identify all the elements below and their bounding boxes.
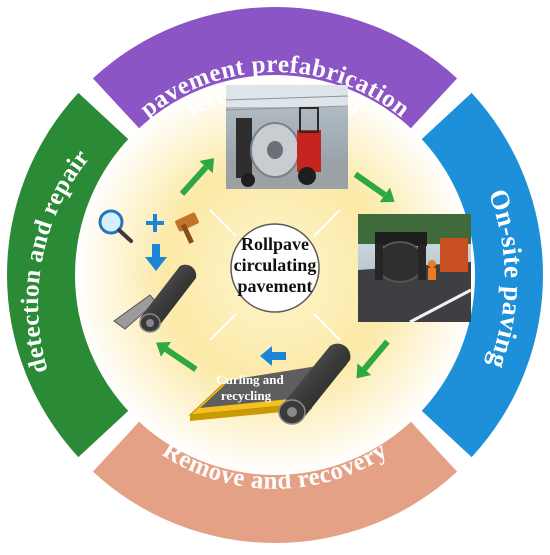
magnifier-icon: [98, 209, 133, 243]
down-arrow-icon: [145, 244, 167, 271]
center-circle: [230, 223, 320, 313]
arrow-bottom-left: [156, 341, 198, 372]
plus-icon: [146, 214, 164, 232]
inner-dividers: [209, 209, 341, 341]
center-line-3: pavement: [238, 276, 313, 296]
arrow-top-left: [179, 158, 215, 196]
curling-roll: [188, 343, 351, 425]
arrow-top-right: [353, 171, 395, 203]
center-line-2: circulating: [234, 255, 317, 275]
arrow-bottom-right: [356, 339, 390, 379]
hammer-icon: [175, 212, 199, 244]
curling-label-line2: recycling: [221, 388, 272, 403]
repair-roll: [113, 264, 197, 333]
curling-label-line1: Curling and: [216, 372, 284, 387]
photo-paving: [358, 214, 472, 324]
center-line-1: Rollpave: [241, 234, 309, 254]
cycle-arrows: [156, 158, 395, 379]
left-arrow-icon: [260, 346, 286, 366]
photo-prefabrication: [225, 85, 349, 189]
